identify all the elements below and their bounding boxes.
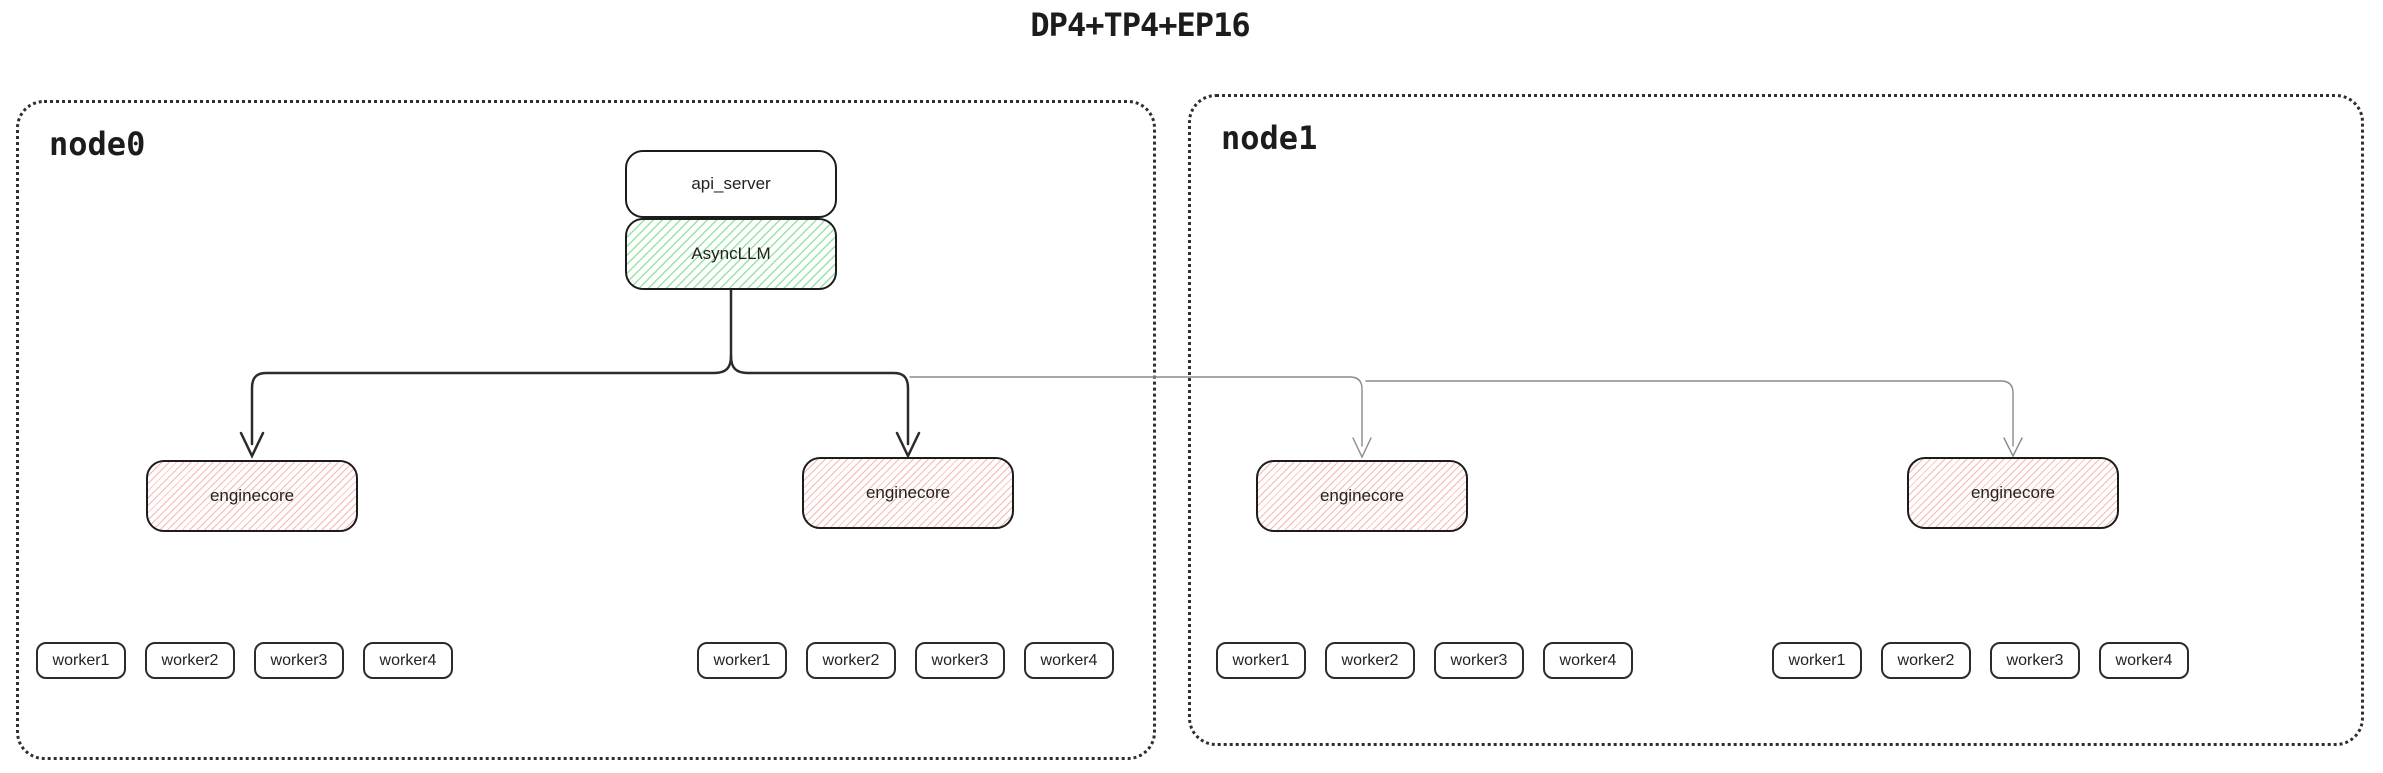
worker-box: worker4 — [1543, 642, 1633, 679]
node1-enginecore1-box: enginecore — [1256, 460, 1468, 532]
node1-label: node1 — [1221, 119, 1318, 157]
worker-box: worker3 — [1434, 642, 1524, 679]
worker-box: worker1 — [1772, 642, 1862, 679]
worker-box: worker4 — [2099, 642, 2189, 679]
worker-box: worker1 — [1216, 642, 1306, 679]
worker-box: worker3 — [915, 642, 1005, 679]
node1-enginecore2-worker-row: worker1 worker2 worker3 worker4 — [1772, 642, 2189, 679]
node0-enginecore1-worker-row: worker1 worker2 worker3 worker4 — [36, 642, 453, 679]
node0-enginecore2-worker-row: worker1 worker2 worker3 worker4 — [697, 642, 1114, 679]
asyncllm-box: AsyncLLM — [625, 218, 837, 290]
node1-enginecore2-box: enginecore — [1907, 457, 2119, 529]
worker-box: worker1 — [36, 642, 126, 679]
worker-box: worker2 — [145, 642, 235, 679]
worker-box: worker4 — [1024, 642, 1114, 679]
worker-box: worker2 — [1881, 642, 1971, 679]
node1-enginecore1-worker-row: worker1 worker2 worker3 worker4 — [1216, 642, 1633, 679]
node0-enginecore1-box: enginecore — [146, 460, 358, 532]
api-server-box: api_server — [625, 150, 837, 218]
node0-label: node0 — [49, 125, 146, 163]
diagram-title: DP4+TP4+EP16 — [1030, 6, 1250, 44]
worker-box: worker3 — [254, 642, 344, 679]
node0-enginecore2-box: enginecore — [802, 457, 1014, 529]
worker-box: worker1 — [697, 642, 787, 679]
worker-box: worker2 — [806, 642, 896, 679]
worker-box: worker3 — [1990, 642, 2080, 679]
worker-box: worker4 — [363, 642, 453, 679]
worker-box: worker2 — [1325, 642, 1415, 679]
